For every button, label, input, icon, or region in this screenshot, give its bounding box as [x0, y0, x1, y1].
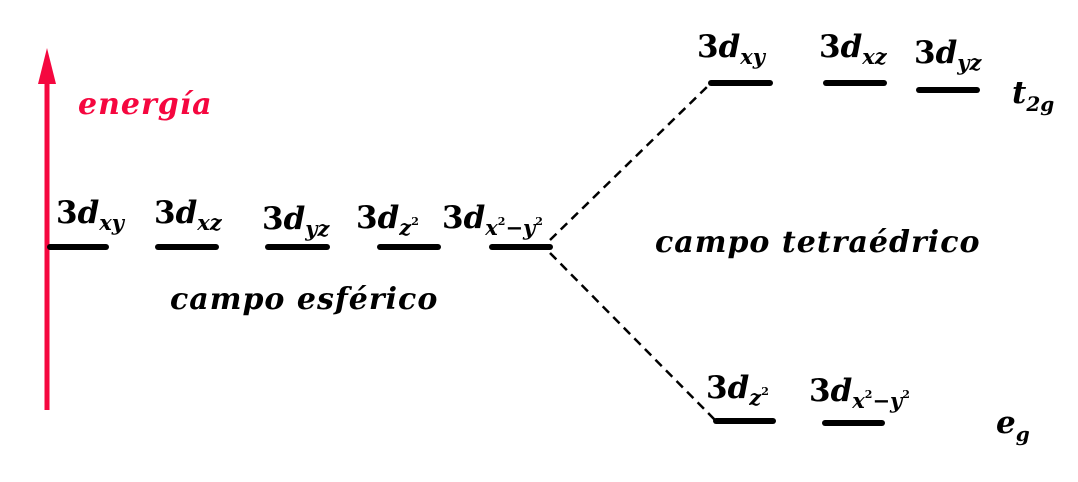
- tetrahedral-field-label: campo tetraédrico: [655, 225, 981, 260]
- energy-axis-label: energía: [78, 87, 213, 122]
- orbital-label-spherical-dxy: 3dxy: [56, 195, 124, 235]
- orbital-label-spherical-dx2y2: 3dx2−y2: [442, 200, 543, 240]
- orbital-label-t2g-dxz: 3dxz: [819, 29, 887, 69]
- orbital-label-spherical-dxz: 3dxz: [154, 195, 222, 235]
- energy-axis-arrowhead: [38, 48, 56, 84]
- orbital-label-spherical-dz2: 3dz2: [356, 200, 419, 240]
- orbital-label-eg-dz2: 3dz2: [706, 370, 769, 410]
- orbital-label-spherical-dyz: 3dyz: [262, 201, 330, 241]
- orbital-label-eg-dx2y2: 3dx2−y2: [809, 373, 910, 413]
- eg-group-label: eg: [996, 405, 1030, 446]
- spherical-field-label: campo esférico: [170, 282, 439, 317]
- t2g-group-label: t2g: [1012, 75, 1055, 116]
- orbital-label-t2g-dxy: 3dxy: [697, 29, 765, 69]
- connector-to-t2g: [549, 82, 712, 241]
- orbital-label-t2g-dyz: 3dyz: [914, 35, 982, 75]
- connector-to-eg: [549, 252, 717, 422]
